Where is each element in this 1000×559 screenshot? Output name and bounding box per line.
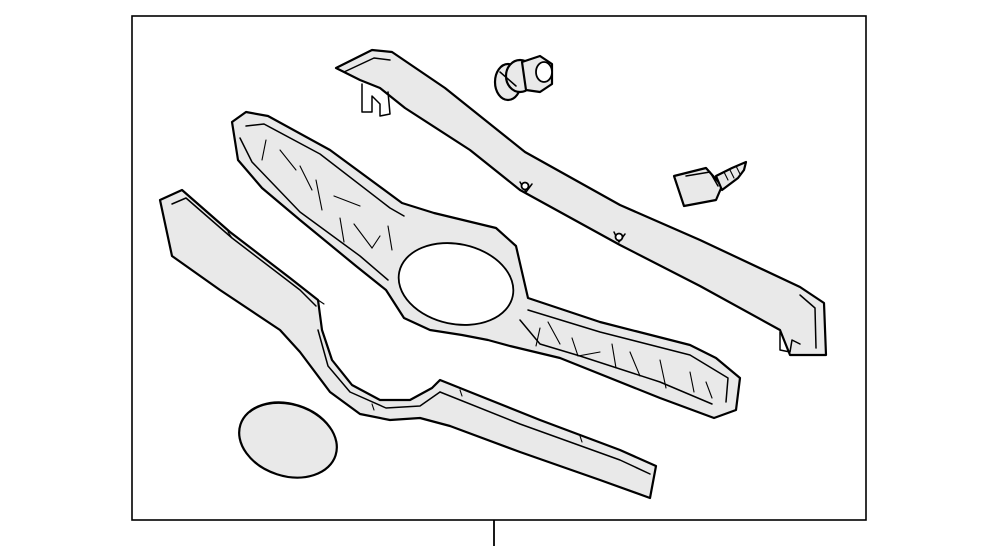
emblem-opening bbox=[397, 242, 515, 326]
grille-assembly[interactable] bbox=[230, 110, 742, 420]
emblem[interactable] bbox=[229, 390, 346, 489]
push-clip[interactable] bbox=[493, 54, 554, 102]
screw-clip[interactable] bbox=[672, 160, 748, 208]
lower-molding[interactable] bbox=[158, 188, 658, 500]
upper-molding[interactable] bbox=[334, 48, 828, 357]
